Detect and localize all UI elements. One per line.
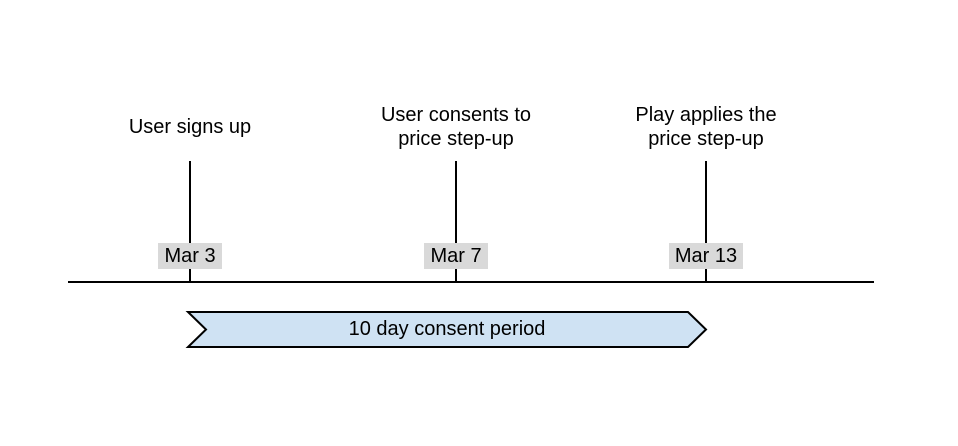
date-badge-wrap: Mar 3 xyxy=(130,243,250,269)
consent-period-arrow xyxy=(185,311,708,348)
date-badge-mar13: Mar 13 xyxy=(668,243,744,269)
date-badge-mar3: Mar 3 xyxy=(158,243,222,269)
event-tick-line xyxy=(705,161,707,281)
date-badge-wrap: Mar 7 xyxy=(396,243,516,269)
event-label-signup: User signs up xyxy=(128,116,252,138)
event-label-apply: Play applies the price step-up xyxy=(635,104,777,150)
consent-period-label: 10 day consent period xyxy=(348,318,546,340)
date-badge-mar7: Mar 7 xyxy=(424,243,488,269)
arrow-outline xyxy=(185,311,708,348)
date-badge-wrap: Mar 13 xyxy=(646,243,766,269)
arrow-shape xyxy=(188,312,706,347)
event-tick-line xyxy=(189,161,191,281)
event-label-consent: User consents to price step-up xyxy=(380,104,532,150)
event-tick-line xyxy=(455,161,457,281)
timeline-axis xyxy=(68,281,874,283)
